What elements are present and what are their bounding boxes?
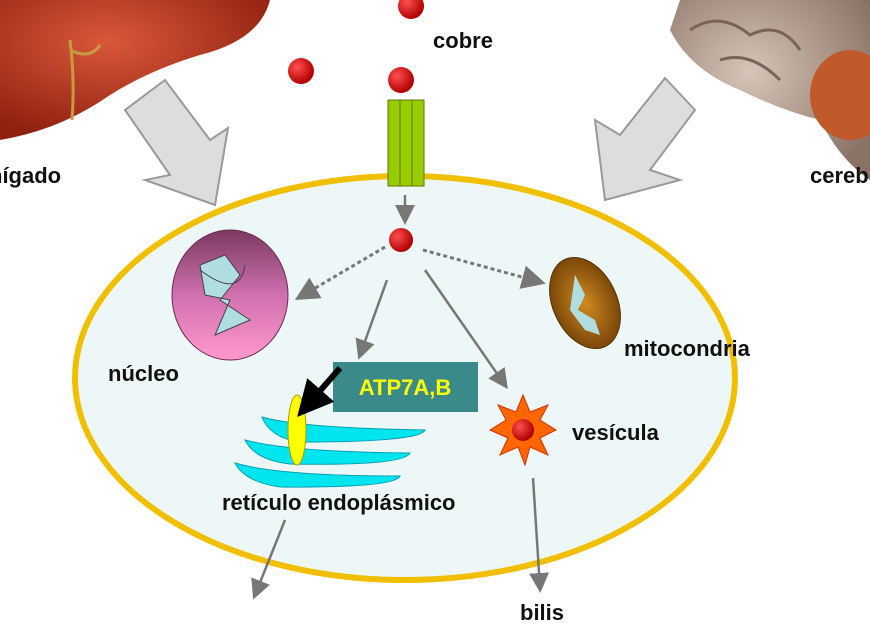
atp7ab-label: ATP7A,B [359,375,452,400]
vesicle-to-bile-arrow [529,477,550,593]
nucleus-label: núcleo [108,361,179,386]
brain-label: cerebro [810,163,870,188]
copper-to-nucleus-arrow [294,245,386,301]
liver-to-cell-arrow [123,78,230,207]
mitochondrion [549,256,621,350]
er-to-blood-arrow [251,519,287,600]
copper-to-vesicle-arrow [423,269,508,390]
atp7ab-label-box: ATP7A,B [333,362,478,412]
copper-ion [388,67,414,93]
bile-label: bilis [520,600,564,625]
nucleus [171,229,289,361]
liver-illustration [0,0,270,140]
atp-pointer-arrow [297,366,343,418]
copper-to-er-arrow [355,279,389,360]
mitochondria-label: mitocondria [624,336,751,361]
copper-transporter-channel [387,99,425,187]
liver-label: hígado [0,163,61,188]
endoplasmic-reticulum [234,394,426,488]
er-label: retículo endoplásmico [222,490,456,515]
copper-to-mitochondria-arrow [422,248,546,289]
brain-illustration [670,0,870,180]
vesicle [488,393,558,467]
vesicle-label: vesícula [572,420,660,445]
copper-label: cobre [433,28,493,53]
copper-ion [398,0,424,19]
blood-label: sangre [210,620,282,628]
copper-ion-intracellular [389,228,413,252]
brain-to-cell-arrow [593,76,697,202]
copper-ion [288,58,314,84]
